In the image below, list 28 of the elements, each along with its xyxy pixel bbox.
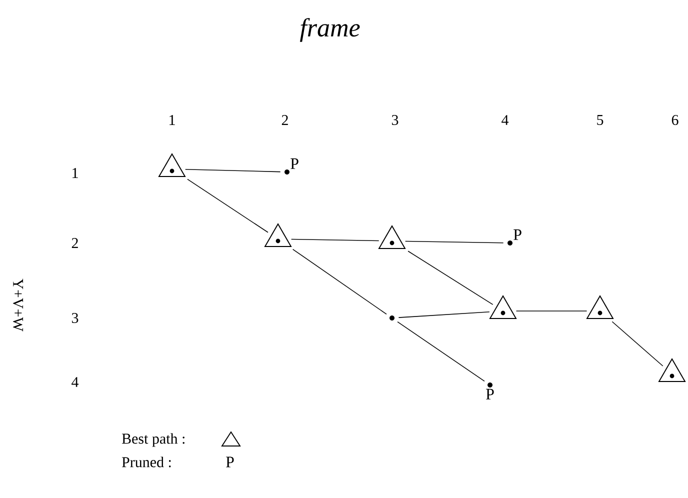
- row-number: 2: [72, 238, 78, 248]
- connector-line: [408, 250, 494, 305]
- connector-line: [612, 321, 664, 366]
- connector-line: [398, 311, 490, 318]
- axis-label: Y+V+W: [12, 278, 24, 332]
- pruned-mark: P: [486, 388, 494, 400]
- connector-line: [292, 248, 387, 315]
- column-number: 3: [392, 114, 398, 126]
- legend-label: Best path :: [122, 433, 184, 447]
- legend-sample: P: [226, 456, 234, 468]
- row-number: 3: [72, 312, 78, 324]
- connector-line: [516, 310, 588, 312]
- column-number: 1: [170, 115, 175, 125]
- column-number: 4: [502, 115, 509, 125]
- pruned-mark: P: [514, 229, 522, 240]
- column-number: 6: [672, 114, 678, 126]
- connector-line: [397, 321, 485, 382]
- title: frame: [300, 18, 360, 42]
- connector-line: [184, 168, 281, 172]
- column-number: 2: [282, 115, 288, 125]
- column-number: 5: [597, 115, 604, 125]
- row-number: 1: [72, 168, 78, 178]
- pruned-mark: P: [290, 158, 298, 169]
- legend-label: Pruned :: [122, 456, 171, 468]
- connector-line: [404, 240, 504, 244]
- connector-line: [290, 238, 380, 242]
- row-number: 4: [72, 377, 79, 387]
- connector-line: [187, 178, 268, 233]
